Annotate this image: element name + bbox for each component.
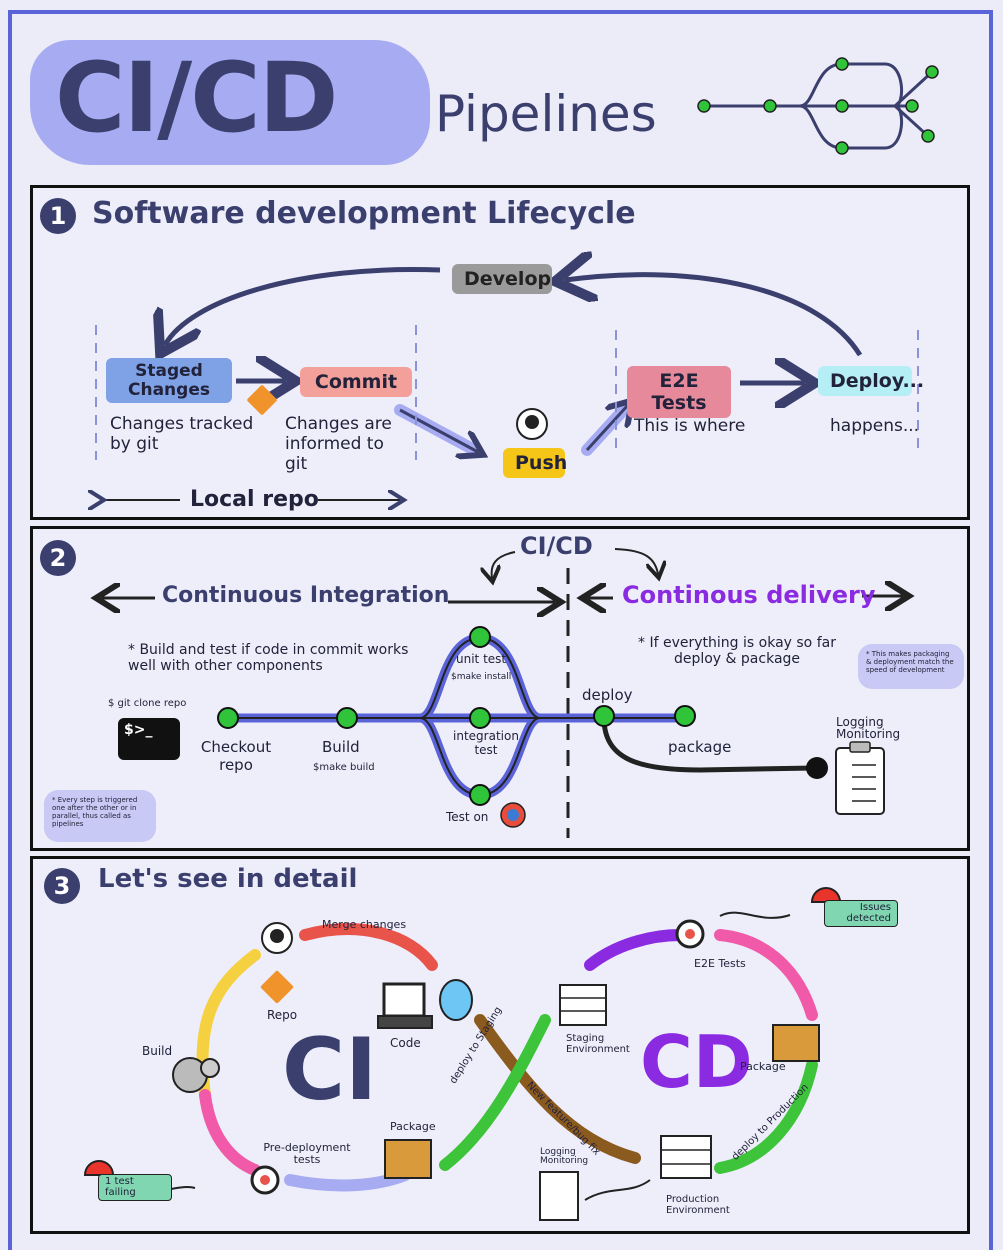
section-title-detail: Let's see in detail (98, 864, 358, 894)
ci-heading: Continuous Integration (162, 583, 450, 608)
alarm-icon (810, 887, 842, 903)
delivery-note: * This makes packaging & deployment matc… (858, 644, 964, 689)
e2e-tests-box: E2E Tests (627, 366, 731, 418)
pipeline-note: * Every step is triggered one after the … (44, 790, 156, 842)
page-subtitle: Pipelines (435, 85, 657, 143)
code-label: Code (390, 1036, 421, 1050)
lifecycle-arrows (0, 0, 919, 520)
package-label: package (668, 738, 732, 756)
package-icon (384, 1139, 432, 1179)
section-number-1: 1 (40, 198, 76, 234)
section-number-2: 2 (40, 540, 76, 576)
pipeline-checkpoints (217, 626, 696, 806)
clipboard-icon (835, 741, 885, 815)
cicd-label: CI/CD (520, 532, 593, 560)
ci-big-label: CI (282, 1020, 378, 1120)
page-title: CI/CD (55, 42, 338, 154)
package-right-label: Package (740, 1060, 786, 1073)
alarm-icon-left (83, 1160, 115, 1176)
package-left-label: Package (390, 1120, 436, 1133)
section-number-3: 3 (44, 868, 80, 904)
e2e-detail-label: E2E Tests (694, 957, 746, 970)
make-build-command: $make build (313, 762, 375, 773)
cd-heading: Continous delivery (622, 581, 876, 609)
package-icon-right (772, 1024, 820, 1062)
commit-note: Changes are informed to git (285, 414, 392, 474)
deploy-note: happens... (830, 416, 920, 436)
terminal-icon (118, 718, 180, 760)
staged-note: Changes tracked by git (110, 414, 254, 454)
section-title-lifecycle: Software development Lifecycle (92, 196, 636, 231)
gopher-icon (439, 979, 473, 1021)
make-install-command: $make install (451, 672, 512, 682)
pipeline-diagram (0, 548, 1003, 838)
unit-test-label: unit test (456, 652, 507, 666)
test-on-label: Test on (446, 810, 489, 824)
build-detail-label: Build (142, 1044, 173, 1058)
title-highlight (30, 40, 430, 165)
server-icon-prod (660, 1135, 712, 1179)
git-clone-command: $ git clone repo (108, 698, 187, 709)
commit-box: Commit (300, 367, 412, 397)
logging-detail-label: Logging Monitoring (540, 1147, 589, 1167)
local-repo-label: Local repo (190, 487, 319, 512)
git-logo-icon (247, 385, 277, 415)
merge-label: Merge changes (322, 918, 407, 931)
deploy-label: deploy (582, 686, 633, 704)
cd-big-label: CD (640, 1020, 753, 1104)
build-label: Build (322, 738, 360, 756)
checkout-label: Checkout repo (200, 738, 272, 774)
terminal-prompt: $>_ (124, 722, 153, 738)
clipboard-icon-detail (539, 1171, 579, 1221)
staged-changes-box: Staged Changes (106, 358, 232, 404)
ci-description: * Build and test if code in commit works… (128, 642, 409, 674)
push-box: Push (503, 448, 567, 478)
logging-label: Logging Monitoring (836, 715, 901, 741)
deploy-box: Deploy... (818, 366, 924, 396)
cd-description: * If everything is okay so far deploy & … (638, 635, 836, 667)
pre-deploy-label: Pre-deployment tests (263, 1141, 351, 1166)
staging-env-label: Staging Environment (566, 1033, 630, 1055)
e2e-note: This is where (634, 416, 746, 436)
pipeline-logo-icon (697, 57, 939, 155)
prod-env-label: Production Environment (666, 1194, 730, 1216)
issues-badge: Issues detected (824, 900, 898, 927)
server-icon (559, 984, 607, 1026)
git-logo-icon (260, 970, 294, 1004)
failing-badge: 1 test failing (98, 1174, 172, 1201)
develop-box: Develop (452, 264, 552, 294)
repo-label: Repo (267, 1008, 298, 1022)
integration-test-label: integration test (453, 729, 519, 757)
outer-frame (8, 10, 993, 1250)
laptop-icon (382, 982, 426, 1018)
